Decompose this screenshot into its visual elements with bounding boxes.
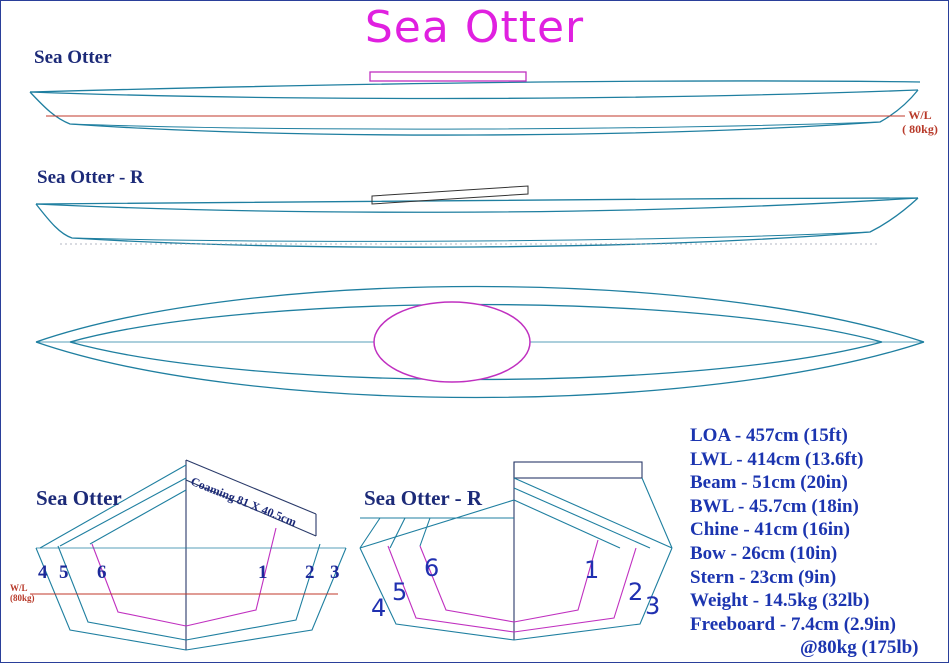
spec-freeboard: Freeboard - 7.4cm (2.9in) xyxy=(690,613,896,635)
station-r-number-6: 6 xyxy=(424,554,440,582)
spec-weight: Weight - 14.5kg (32lb) xyxy=(690,590,870,612)
coaming-profile-r xyxy=(371,185,529,205)
spec-beam: Beam - 51cm (20in) xyxy=(690,472,848,494)
station-number-1: 1 xyxy=(258,562,268,583)
waterline-label: W/L ( 80kg) xyxy=(895,108,945,136)
side-view-label: Sea Otter xyxy=(34,47,112,68)
plan-view xyxy=(35,285,925,399)
station-number-2: 2 xyxy=(305,562,315,583)
section-right-label: Sea Otter - R xyxy=(364,486,482,510)
side-view-r-label: Sea Otter - R xyxy=(37,167,144,188)
side-view-sea-otter xyxy=(29,71,921,136)
cockpit-coaming xyxy=(373,301,531,383)
coaming-profile xyxy=(369,71,527,82)
station-r-number-1: 1 xyxy=(584,556,600,584)
body-plan-sea-otter xyxy=(30,459,347,651)
spec-bwl: BWL - 45.7cm (18in) xyxy=(690,495,859,517)
station-r-number-3: 3 xyxy=(645,592,661,620)
section-waterline-label: W/L (80kg) xyxy=(10,583,35,603)
section-left-label: Sea Otter xyxy=(36,486,122,510)
waterline-weight: ( 80kg) xyxy=(902,122,938,136)
waterline-text: W/L xyxy=(908,108,932,122)
station-r-number-4: 4 xyxy=(371,594,387,622)
station-number-3: 3 xyxy=(330,562,340,583)
section-waterline-weight: (80kg) xyxy=(10,593,35,603)
station-number-4: 4 xyxy=(38,562,48,583)
spec-bow: Bow - 26cm (10in) xyxy=(690,542,838,564)
section-waterline-text: W/L xyxy=(10,583,28,593)
spec-lwl: LWL - 414cm (13.6ft) xyxy=(690,448,864,470)
station-number-5: 5 xyxy=(59,562,69,583)
spec-loa: LOA - 457cm (15ft) xyxy=(690,425,848,446)
spec-chine: Chine - 41cm (16in) xyxy=(690,519,850,541)
side-view-sea-otter-r xyxy=(35,185,919,248)
specifications: LOA - 457cm (15ft) LWL - 414cm (13.6ft) … xyxy=(690,424,945,660)
body-plan-sea-otter-r xyxy=(359,461,673,641)
station-r-number-5: 5 xyxy=(392,578,408,606)
spec-load: @80kg (175lb) xyxy=(800,637,919,659)
page-title: Sea Otter xyxy=(364,2,585,53)
station-number-6: 6 xyxy=(97,562,107,583)
station-r-number-2: 2 xyxy=(628,578,644,606)
spec-stern: Stern - 23cm (9in) xyxy=(690,566,837,588)
